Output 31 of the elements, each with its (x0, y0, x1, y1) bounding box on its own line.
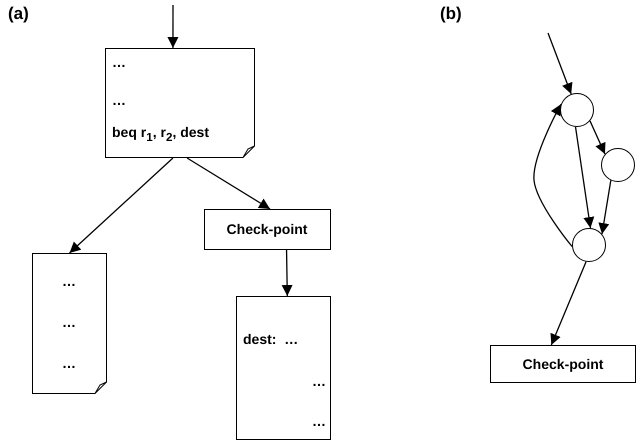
arrow (574, 126, 594, 228)
process-box (204, 209, 331, 250)
code-text: … (312, 413, 326, 429)
circle-node (601, 148, 635, 182)
arrow (167, 5, 178, 48)
circle-node (572, 228, 606, 262)
arrow (589, 120, 606, 154)
arrow (186, 157, 270, 210)
process-box (490, 345, 636, 383)
code-text: Check-point (522, 356, 604, 372)
arrow (69, 158, 174, 254)
arrow (598, 180, 612, 234)
code-text: … (312, 373, 326, 389)
code-text: … (62, 355, 76, 371)
arrow (282, 250, 293, 296)
code-text: Check-point (226, 221, 308, 237)
document-shape (32, 253, 107, 394)
arrow (550, 261, 587, 346)
panel-label: (a) (8, 4, 29, 24)
code-text: … (62, 314, 76, 330)
code-text: … (112, 54, 126, 70)
arrow (547, 32, 572, 94)
panel-label: (b) (440, 4, 462, 24)
document-shape (105, 48, 255, 158)
code-text: … (112, 92, 126, 108)
process-box (236, 296, 331, 440)
circle-node (560, 93, 594, 127)
code-text: … (62, 273, 76, 289)
arrow (533, 104, 573, 247)
code-text: beq r$_{1}$, r$_{2}$, dest (112, 124, 210, 146)
code-text: dest: … (243, 331, 298, 347)
